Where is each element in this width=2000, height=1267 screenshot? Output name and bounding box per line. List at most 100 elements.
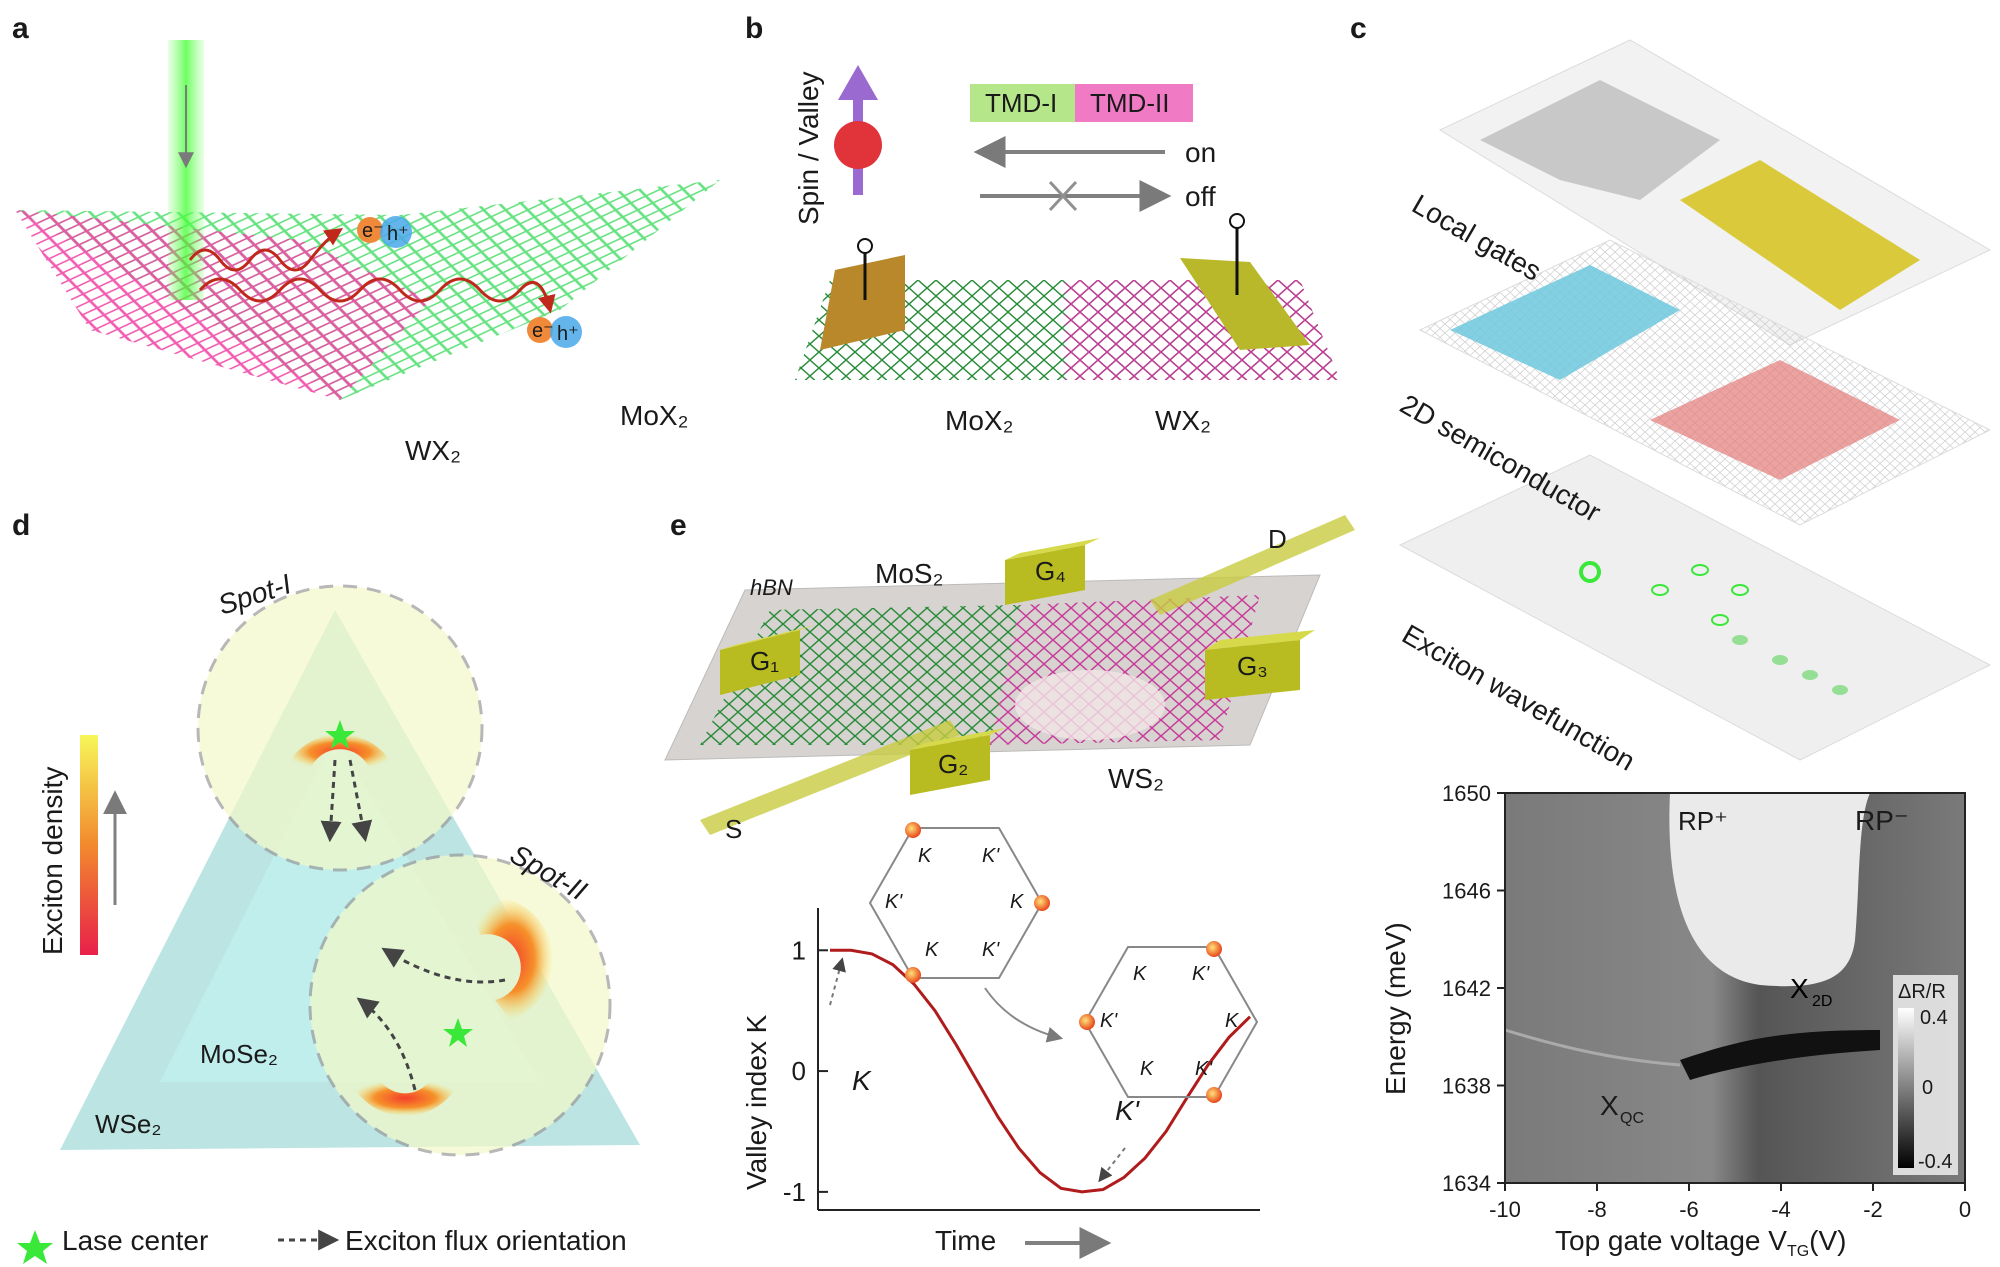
valley-dot-icon (1034, 895, 1050, 911)
valley-dot-icon (905, 822, 921, 838)
k-pointer-arrow (829, 957, 846, 1006)
laser-center-star-icon (443, 1018, 473, 1047)
hex1-kp: K' (885, 891, 903, 913)
panel-a-letter: a (12, 12, 29, 45)
valley-dot-icon (1206, 1087, 1222, 1103)
heatmap-dark-band (1680, 1030, 1880, 1080)
flux-arrow (320, 759, 342, 843)
heatmap-ylabel: Energy (meV) (1380, 922, 1411, 1095)
ws2-label: WS₂ (1108, 763, 1164, 794)
tmd1-box (970, 84, 1075, 122)
k-label: K (852, 1065, 872, 1096)
panel-b: b Spin / Valley TMD-I TMD-II on off MoX₂… (745, 12, 1340, 436)
panel-d-letter: d (12, 509, 30, 542)
spot2-circle (308, 853, 612, 1157)
exciton-dot-icon (1732, 635, 1748, 645)
heatmap-xtick-label: -10 (1489, 1197, 1521, 1222)
hbn-label: hBN (750, 575, 793, 600)
gate-electrode-gray (1480, 80, 1720, 200)
heatmap-xlabel: Top gate voltage VTG(V) (1555, 1225, 1847, 1260)
mos2-label: MoS₂ (875, 558, 943, 589)
heatmap-xtick-label: -2 (1863, 1197, 1883, 1222)
valley-dot-icon (1206, 941, 1222, 957)
heatmap-ytick-label: 1650 (1442, 781, 1491, 806)
flux-arrow (348, 759, 373, 843)
hex1-k: K (925, 939, 940, 961)
source-electrode (700, 720, 960, 835)
x2d-sub-label: 2D (1812, 993, 1832, 1010)
short-migration-arrow (188, 228, 343, 272)
electron-icon (357, 217, 383, 243)
b-mox2-label: MoX₂ (945, 405, 1013, 436)
legend-star-label: Lase center (62, 1225, 208, 1256)
flux-arrow (356, 997, 417, 1091)
gate-g1-label: G₁ (750, 646, 779, 676)
heatmap-ytick-label: 1634 (1442, 1171, 1491, 1196)
heatmap-ytick-label: 1646 (1442, 879, 1491, 904)
gate-g3-label: G₃ (1237, 651, 1268, 681)
valley-ytick-label: 1 (792, 935, 806, 965)
density-colorbar (80, 735, 98, 955)
exciton-dot-icon (1802, 670, 1818, 680)
hole-label: h⁺ (557, 323, 579, 345)
electron-label: e⁻ (532, 320, 554, 342)
exciton-ring-icon (1731, 584, 1749, 596)
heatmap-colorbar (1898, 1008, 1914, 1168)
heatmap-cbar-tick: 0.4 (1920, 1007, 1948, 1029)
panel-c: c Local gates 2D semiconductor Exciton w… (1350, 12, 1992, 777)
valley-index-line (830, 948, 1252, 1194)
panel-b-letter: b (745, 12, 763, 45)
exciton-ring-icon (1579, 561, 1601, 583)
mox2-label: MoX₂ (620, 400, 688, 431)
left-probe-tip (857, 238, 873, 254)
heatmap-xqc-band (1504, 1028, 1681, 1067)
gate-g4-label: G₄ (1035, 556, 1066, 586)
valley-ylabel: Valley index K (741, 1014, 772, 1190)
laser-center-star-icon (325, 720, 355, 749)
hole-label: h⁺ (387, 223, 409, 245)
off-label: off (1185, 181, 1216, 212)
hex2-k: K (1225, 1010, 1240, 1032)
semiconductor-region-red (1650, 360, 1900, 480)
semiconductor-region-blue (1450, 265, 1680, 380)
gate-g4: G₄ (1005, 538, 1100, 605)
heatmap-xtick-label: 0 (1959, 1197, 1971, 1222)
flux-arrow (381, 947, 506, 984)
blocked-icon (1048, 180, 1078, 212)
x2d-label: X (1790, 973, 1809, 1004)
tmd2-box (1075, 84, 1193, 122)
exciton-ring-icon (1651, 584, 1669, 596)
long-migration-arrow (198, 277, 556, 314)
b-wx2-label: WX₂ (1155, 405, 1211, 436)
gate-g3: G₃ (1205, 630, 1315, 700)
hex2-kp: K' (1100, 1010, 1118, 1032)
gate-g2-label: G₂ (938, 749, 968, 779)
valley-ytick-label: 0 (792, 1056, 806, 1086)
valley-yticks: 1 0 -1 (783, 935, 828, 1207)
valley-ytick-label: -1 (783, 1177, 806, 1207)
panel-e-letter: e (670, 509, 687, 542)
heatmap-colorbar-label: ΔR/R (1898, 981, 1946, 1003)
source-label: S (725, 814, 742, 844)
hole-icon (380, 216, 412, 248)
right-probe-tip (1229, 213, 1245, 229)
hex2-k: K (1140, 1058, 1155, 1080)
hexagon-2: K K' K' K K K' (1079, 941, 1259, 1103)
exciton-dot-icon (1832, 685, 1848, 695)
panel-e: e G₁ G₂ G₃ G₄ hBN MoS₂ WS₂ S D (664, 509, 1355, 844)
drain-electrode (1150, 515, 1355, 615)
spot2-exciton-density-lower (350, 1080, 460, 1117)
hex2-k: K (1133, 963, 1148, 985)
panel-c-letter: c (1350, 12, 1367, 45)
rp-plus-label: RP⁺ (1678, 806, 1728, 836)
ws2-bubble (1015, 670, 1165, 740)
heatmap-ytick-label: 1638 (1442, 1074, 1491, 1099)
spot1-exciton-density (285, 733, 395, 770)
exciton-pair-far: e⁻ h⁺ (527, 316, 582, 348)
panel-a: a e⁻ h⁺ e⁻ h⁺ MoX₂ WX₂ (12, 12, 720, 466)
electron-icon (527, 317, 553, 343)
exciton-ring-icon (1711, 614, 1729, 626)
wx2-lattice (15, 210, 430, 400)
